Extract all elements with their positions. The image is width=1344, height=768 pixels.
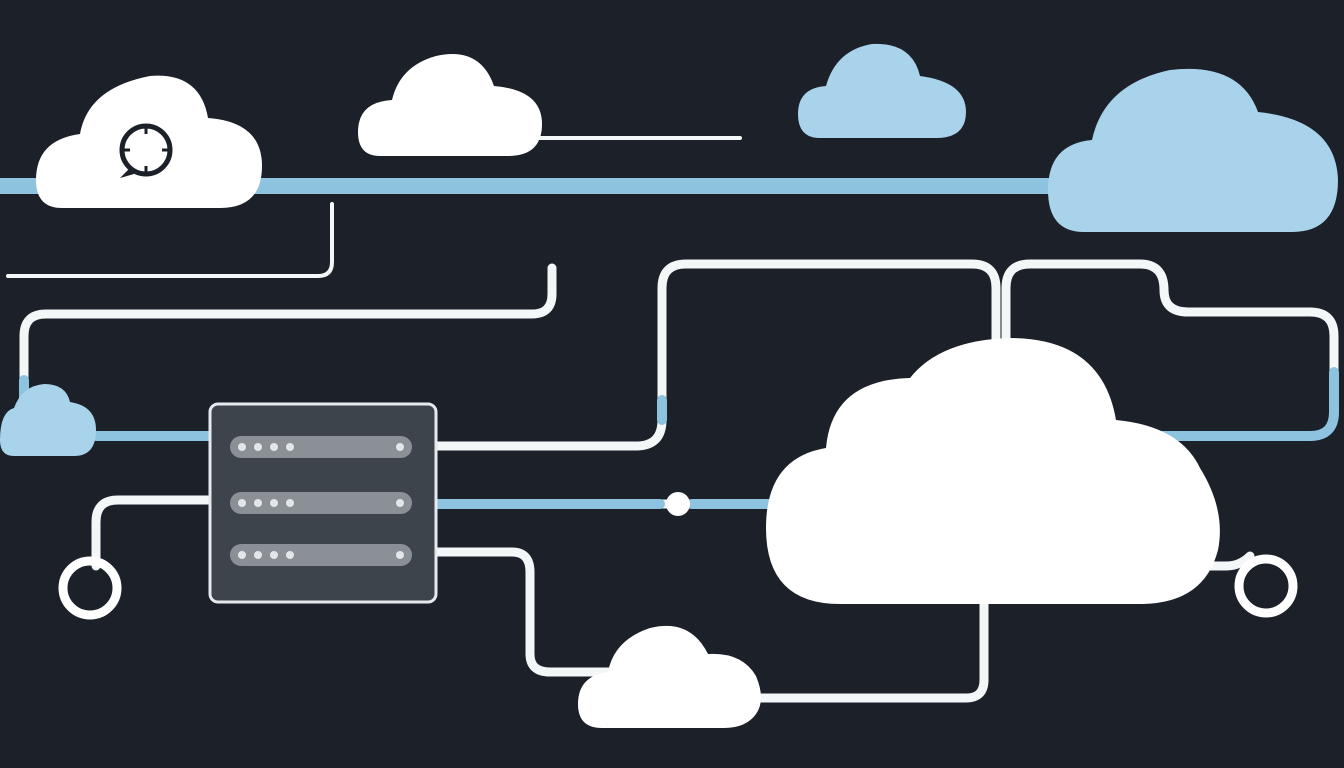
- bottom-cloud: [578, 625, 761, 728]
- server-rack-icon: [208, 402, 438, 604]
- server-slot: [230, 436, 412, 458]
- server-top-wire: [431, 259, 1001, 451]
- right-node-ring: [1234, 554, 1298, 618]
- left-node-ring: [58, 556, 122, 620]
- cloud-bottom-wire: [735, 595, 989, 703]
- left-blue-cloud: [0, 384, 96, 456]
- server-slot: [230, 544, 412, 566]
- top-left-cloud: [36, 75, 262, 209]
- right-node-wire: [1205, 551, 1255, 571]
- top-blue-cloud: [798, 43, 966, 139]
- left-node-wire: [91, 495, 215, 571]
- clock-icon: [119, 123, 173, 178]
- right-loop-blue: [1145, 367, 1339, 441]
- server-bottom-wire: [431, 547, 615, 677]
- top-middle-cloud: [358, 54, 542, 156]
- server-slot: [230, 492, 412, 514]
- main-cloud: [766, 338, 1220, 604]
- top-right-blue-cloud: [1048, 68, 1338, 233]
- wire-junction: [666, 492, 690, 516]
- left-loop-wire: [19, 263, 557, 425]
- left-thin-wire: [6, 202, 334, 278]
